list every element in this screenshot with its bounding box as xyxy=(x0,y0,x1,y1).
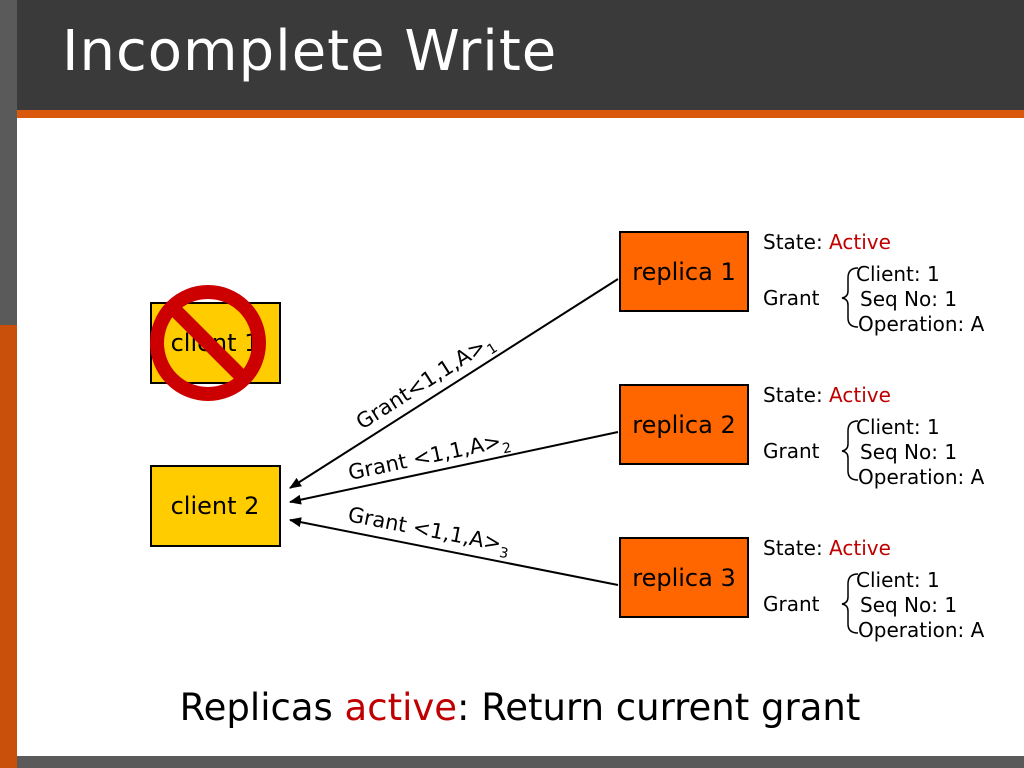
state-label: State: xyxy=(763,383,829,407)
grant-operation: Operation: A xyxy=(858,312,985,336)
grant-seq: Seq No: 1 xyxy=(860,287,957,311)
state-label: State: xyxy=(763,536,829,560)
caption-after: : Return current grant xyxy=(457,686,861,729)
brace xyxy=(841,267,859,328)
caption-before: Replicas xyxy=(179,686,345,729)
grant-client: Client: 1 xyxy=(856,415,940,439)
replica-1: replica 1 xyxy=(619,231,749,312)
grant-client: Client: 1 xyxy=(856,262,940,286)
replica-2-grant-label: Grant xyxy=(763,439,820,463)
arrow-replica-3-to-client-2 xyxy=(289,517,619,586)
state-value: Active xyxy=(829,383,891,407)
replica-3-box xyxy=(619,537,749,618)
state-value: Active xyxy=(829,230,891,254)
brace xyxy=(841,420,859,481)
client-2: client 2 xyxy=(150,465,281,547)
grant-seq: Seq No: 1 xyxy=(860,593,957,617)
message-label-1: Grant<1,1,A>1 xyxy=(352,329,501,438)
replica-3-grant-label: Grant xyxy=(763,592,820,616)
grant-operation: Operation: A xyxy=(858,465,985,489)
footer-rule xyxy=(17,756,1024,768)
replica-2-state: State: Active xyxy=(763,383,891,407)
replica-1-label: replica 1 xyxy=(632,258,735,286)
replica-1-box xyxy=(619,231,749,312)
title-rule xyxy=(17,110,1024,118)
replica-2-state-panel: State: Active Grant Client: 1 Seq No: 1 … xyxy=(763,383,985,489)
client-1: client 1 xyxy=(150,285,281,401)
title-bar xyxy=(17,0,1024,110)
replica-1-grant-label: Grant xyxy=(763,286,820,310)
side-bar-lower xyxy=(0,325,17,768)
prohibited-icon xyxy=(150,285,266,401)
grant-seq: Seq No: 1 xyxy=(860,440,957,464)
replica-3: replica 3 xyxy=(619,537,749,618)
grant-operation: Operation: A xyxy=(858,618,985,642)
state-label: State: xyxy=(763,230,829,254)
state-value: Active xyxy=(829,536,891,560)
slide-caption: Replicas active: Return current grant xyxy=(0,686,1024,729)
client-2-label: client 2 xyxy=(171,492,260,520)
caption-highlight: active xyxy=(344,686,458,729)
grant-client: Client: 1 xyxy=(856,568,940,592)
replica-3-state-panel: State: Active Grant Client: 1 Seq No: 1 … xyxy=(763,536,985,642)
replica-2-label: replica 2 xyxy=(632,411,735,439)
arrow-replica-2-to-client-2 xyxy=(289,431,619,505)
replica-3-state: State: Active xyxy=(763,536,891,560)
brace xyxy=(841,573,859,634)
client-2-box xyxy=(150,465,281,547)
replica-1-state-panel: State: Active Grant Client: 1 Seq No: 1 … xyxy=(763,230,985,336)
side-bar-upper xyxy=(0,0,17,325)
replica-2: replica 2 xyxy=(619,384,749,465)
replica-1-state: State: Active xyxy=(763,230,891,254)
arrow-replica-1-to-client-2 xyxy=(289,278,619,489)
slide-title: Incomplete Write xyxy=(62,19,558,84)
replica-3-label: replica 3 xyxy=(632,564,735,592)
replica-2-box xyxy=(619,384,749,465)
message-label-3: Grant <1,1,A>3 xyxy=(345,502,512,562)
